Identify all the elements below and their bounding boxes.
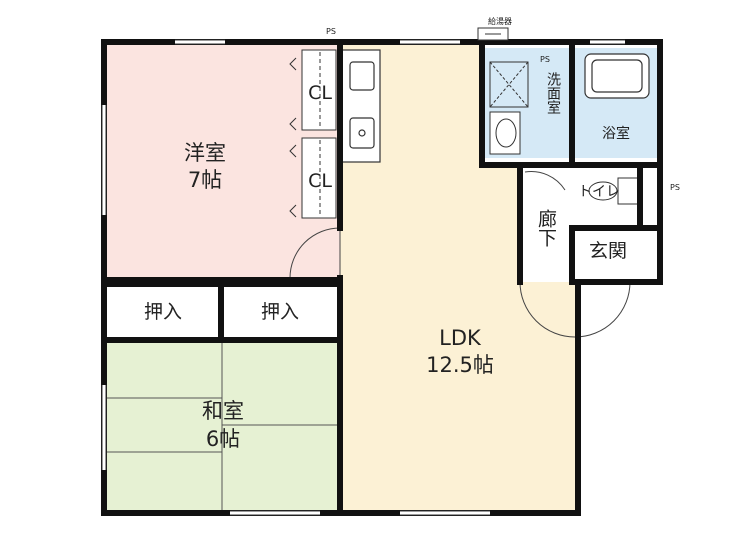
- kitchen-counter: [341, 49, 381, 163]
- ldk-name: LDK: [439, 326, 482, 350]
- washroom-label: 洗面室: [545, 72, 561, 114]
- walls: [101, 39, 663, 516]
- western-room-floor: [107, 45, 340, 277]
- japanese-room-name: 和室: [202, 399, 244, 423]
- ps-top-label: PS: [326, 27, 336, 36]
- oshiire-1-floor: [107, 287, 219, 337]
- door-swings: [289, 171, 631, 338]
- window-marks: [101, 39, 625, 516]
- ldk-floor: [340, 45, 575, 510]
- windows: [102, 40, 625, 515]
- bathtub: [584, 53, 650, 99]
- ps-wash-label: PS: [540, 55, 550, 64]
- water-heater-label: 給湯器: [488, 16, 512, 26]
- western-room-name: 洋室: [184, 141, 226, 165]
- japanese-room-size: 6帖: [206, 427, 240, 451]
- washroom-fixtures: [489, 61, 529, 155]
- ldk-size: 12.5帖: [426, 353, 494, 377]
- outer-wall-right: [101, 39, 663, 516]
- oshiire-2-label: 押入: [261, 301, 299, 323]
- toilet-fixture: [588, 177, 639, 205]
- bathroom-label: 浴室: [602, 125, 630, 142]
- closet-1-label: CL: [308, 82, 332, 104]
- tatami-lines: [107, 340, 340, 510]
- oshiire-1-label: 押入: [144, 301, 182, 323]
- hallway-label: 廊下: [535, 209, 557, 247]
- ps-right-label: PS: [670, 183, 680, 192]
- water-heater-icon: [477, 27, 509, 41]
- western-room-size: 7帖: [188, 168, 222, 192]
- closets: [289, 49, 337, 219]
- toilet-label: トイレ: [578, 184, 620, 200]
- entrance-label: 玄関: [589, 240, 627, 262]
- closet-2-label: CL: [308, 170, 332, 192]
- oshiire-2-floor: [223, 287, 335, 337]
